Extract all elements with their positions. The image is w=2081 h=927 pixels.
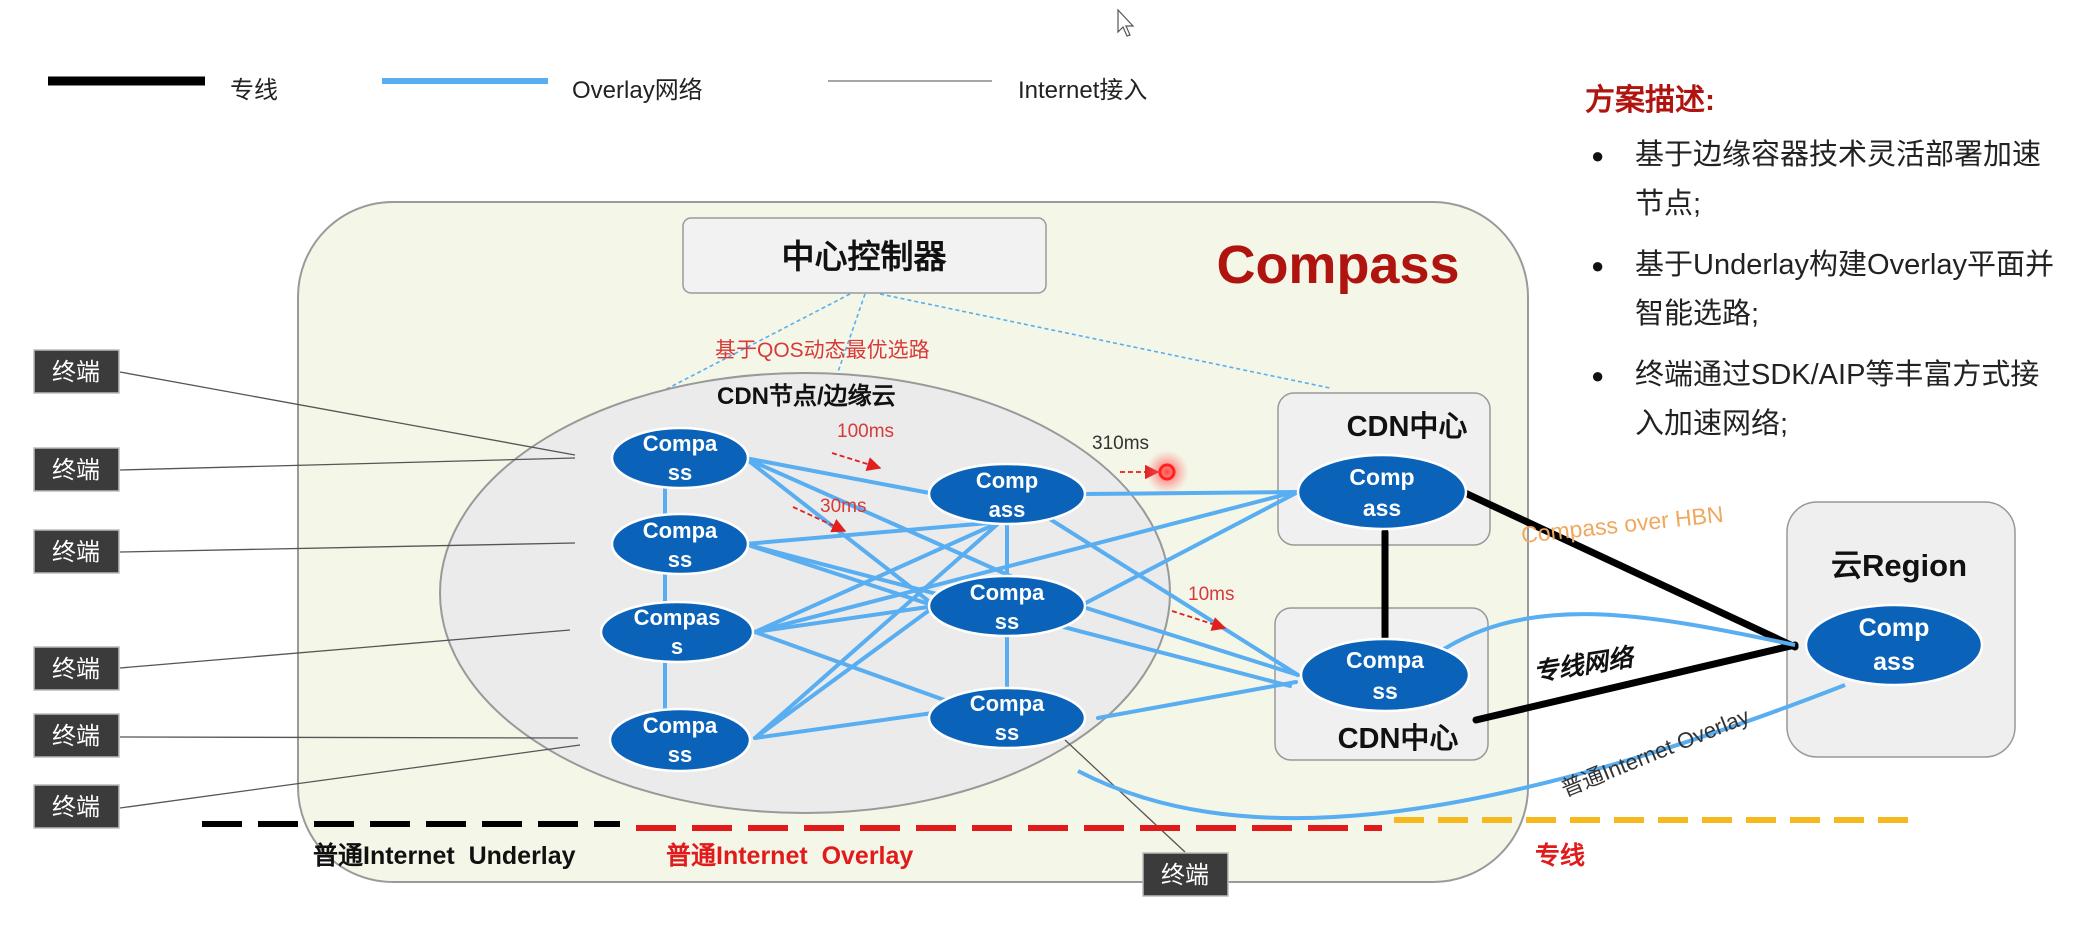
laser-pointer-dot [1145, 450, 1189, 494]
latency-label-310ms: 310ms [1092, 433, 1149, 454]
node-label-line2: ass [989, 497, 1026, 522]
compass-node: Compa ss [610, 426, 750, 490]
terminal-label: 终端 [52, 656, 100, 683]
node-label-line1: Comp [1349, 464, 1414, 490]
description-item: 基于Underlay构建Overlay平面并智能选路; [1585, 241, 2055, 339]
latency-label-100ms: 100ms [837, 421, 894, 442]
bottom-dash-bands [202, 817, 1910, 831]
compass-node: Comp ass [927, 462, 1087, 526]
terminal-label: 终端 [52, 723, 100, 750]
node-label-line2: ss [1372, 678, 1398, 704]
bottom-underlay-label: 普通Internet Underlay [313, 841, 576, 870]
description-title: 方案描述: [1585, 84, 1715, 117]
compass-node: Compas s [599, 600, 755, 664]
controller-box [682, 217, 1047, 294]
internet-overlay-curve-label: 普通Internet Overlay [1558, 703, 1753, 801]
terminal-label: 终端 [52, 359, 100, 386]
node-label-line2: ss [668, 742, 692, 767]
terminal-access-lines [119, 371, 1186, 853]
terminal-label: 终端 [52, 457, 100, 484]
dedicated-network-label: 专线网络 [1532, 643, 1639, 687]
cdn-center-label-1: CDN中心 [1347, 410, 1468, 443]
terminal: 终端 [1142, 852, 1229, 897]
compass-over-hbn-label: Compass over HBN [1520, 501, 1725, 548]
node-label-line1: Compa [970, 691, 1045, 716]
compass-node: Comp ass [1296, 453, 1468, 531]
node-label-line2: ass [1873, 648, 1915, 676]
solution-description-panel: 方案描述: 基于边缘容器技术灵活部署加速节点; 基于Underlay构建Over… [1585, 75, 2055, 461]
terminal: 终端 [33, 713, 120, 758]
node-label-line2: s [671, 634, 683, 659]
compass-node: Compa ss [927, 574, 1087, 638]
dedicated-lines [1381, 488, 1799, 724]
node-label-line1: Compa [643, 713, 718, 738]
node-label-line2: ass [1363, 495, 1401, 521]
node-label-line1: Compa [643, 431, 718, 456]
terminal: 终端 [33, 349, 120, 394]
latency-arrows [792, 452, 1227, 631]
node-label-line2: ss [668, 547, 692, 572]
cloud-region-label: 云Region [1831, 548, 1967, 583]
node-label-line1: Compa [1346, 647, 1424, 673]
node-label-line2: ss [995, 609, 1019, 634]
controller-links [654, 293, 1331, 396]
mouse-cursor-icon [1117, 8, 1135, 37]
compass-node: Compa ss [608, 707, 752, 773]
node-label-line1: Compas [634, 605, 721, 630]
node-label-line1: Compa [643, 518, 718, 543]
cdn-edge-label: CDN节点/边缘云 [717, 382, 896, 410]
terminal-label: 终端 [1161, 862, 1209, 889]
qos-routing-label: 基于QOS动态最优选路 [715, 339, 930, 362]
node-label-line2: ss [668, 460, 692, 485]
terminal: 终端 [33, 529, 120, 574]
legend: 专线 Overlay网络 Internet接入 [48, 76, 1147, 104]
node-label-line1: Compa [970, 580, 1045, 605]
legend-dedicated-label: 专线 [230, 77, 278, 104]
terminal-label: 终端 [52, 539, 100, 566]
compass-node: Compa ss [610, 512, 750, 576]
bottom-dedicated-label: 专线 [1535, 841, 1585, 870]
compass-node: Comp ass [1804, 603, 1984, 687]
node-label-line1: Comp [1859, 614, 1930, 642]
compass-brand-title: Compass [1216, 235, 1459, 295]
legend-overlay-label: Overlay网络 [572, 77, 703, 104]
latency-label-30ms: 30ms [820, 496, 866, 517]
description-list: 基于边缘容器技术灵活部署加速节点; 基于Underlay构建Overlay平面并… [1585, 131, 2055, 449]
terminal: 终端 [33, 784, 120, 829]
terminal: 终端 [33, 646, 120, 691]
description-item: 终端通过SDK/AIP等丰富方式接入加速网络; [1585, 351, 2055, 449]
compass-node: Compa ss [927, 686, 1087, 750]
bottom-overlay-label: 普通Internet Overlay [666, 841, 913, 870]
latency-label-10ms: 10ms [1188, 584, 1234, 605]
cdn-center-label-2: CDN中心 [1338, 722, 1459, 755]
node-label-line2: ss [995, 720, 1019, 745]
terminal-label: 终端 [52, 794, 100, 821]
description-item: 基于边缘容器技术灵活部署加速节点; [1585, 131, 2055, 229]
controller-label: 中心控制器 [782, 238, 948, 275]
legend-internet-label: Internet接入 [1018, 77, 1147, 104]
terminal: 终端 [33, 447, 120, 492]
compass-node: Compa ss [1299, 637, 1471, 713]
node-label-line1: Comp [976, 468, 1038, 493]
overlay-curves [1077, 612, 1846, 821]
